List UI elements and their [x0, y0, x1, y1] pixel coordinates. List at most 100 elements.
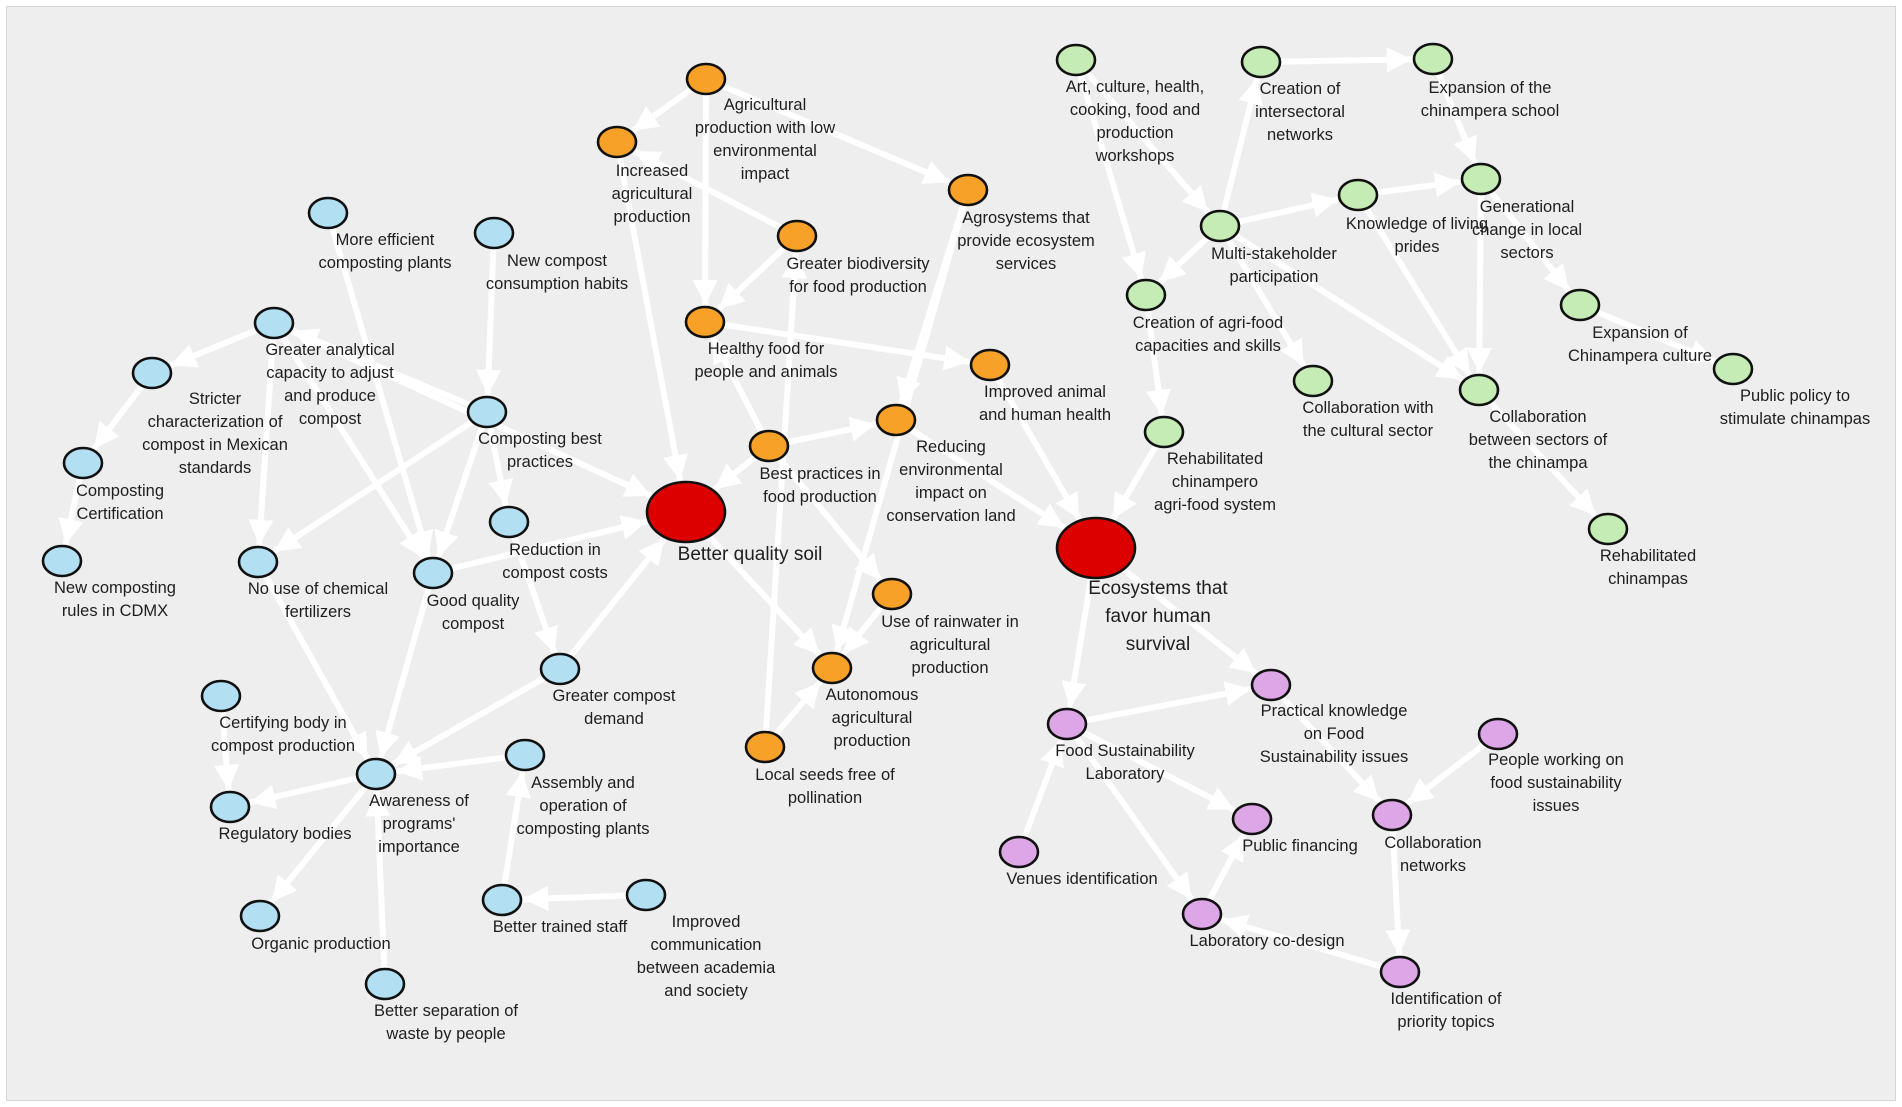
node-o_iah[interactable]: [969, 348, 1011, 382]
edge-g_cin-to-g_ecs: [1279, 47, 1413, 73]
node-b_cbp[interactable]: [466, 395, 508, 429]
node-b_ica[interactable]: [625, 878, 667, 912]
node-p_lcd[interactable]: [1181, 897, 1223, 931]
node-layer: [41, 42, 1754, 1001]
node-o_iap[interactable]: [596, 125, 638, 159]
node-g_achf[interactable]: [1055, 43, 1097, 77]
edge-layer: [58, 47, 1716, 970]
node-o_bpf[interactable]: [748, 429, 790, 463]
node-b_rcc[interactable]: [488, 505, 530, 539]
edge-o_iap-to-bqs: [616, 156, 688, 481]
node-g_ecs[interactable]: [1412, 42, 1454, 76]
node-eco[interactable]: [1055, 516, 1137, 580]
node-o_aap[interactable]: [811, 651, 853, 685]
edge-o_ura-to-o_aap: [841, 604, 885, 656]
node-p_pf[interactable]: [1231, 802, 1273, 836]
edge-b_cc-to-b_ncr: [58, 477, 84, 545]
edge-eco-to-p_fsl: [1061, 577, 1095, 708]
node-p_ipt[interactable]: [1379, 955, 1421, 989]
label-bqs: Better quality soil: [678, 544, 823, 565]
node-b_bsw[interactable]: [364, 967, 406, 1001]
node-b_bts[interactable]: [481, 883, 523, 917]
node-p_pkfs[interactable]: [1250, 668, 1292, 702]
label-b_op: Organic production: [251, 935, 390, 953]
node-b_cbcp[interactable]: [200, 679, 242, 713]
edge-b_aocp-to-b_aop: [396, 754, 507, 781]
node-g_cin[interactable]: [1240, 45, 1282, 79]
node-b_nuc[interactable]: [237, 545, 279, 579]
node-o_hfp[interactable]: [684, 305, 726, 339]
node-b_gqc[interactable]: [412, 556, 454, 590]
node-p_pwfs[interactable]: [1477, 717, 1519, 751]
label-p_lcd: Laboratory co-design: [1189, 932, 1344, 950]
edge-g_msp-to-g_cacs: [1157, 235, 1210, 285]
edge-b_bsw-to-b_aop: [365, 790, 391, 970]
node-b_rb[interactable]: [209, 790, 251, 824]
edge-b_aop-to-b_op: [269, 784, 369, 904]
node-b_cc[interactable]: [62, 446, 104, 480]
edge-b_gac-to-b_nuc: [248, 337, 276, 546]
edge-p_fsl-to-p_pf: [1081, 729, 1236, 813]
node-g_gcl[interactable]: [1460, 162, 1502, 196]
node-g_pps[interactable]: [1712, 352, 1754, 386]
node-p_cn[interactable]: [1371, 798, 1413, 832]
node-g_klp[interactable]: [1337, 178, 1379, 212]
edge-g_msp-to-g_csc: [1233, 232, 1465, 383]
node-o_lsf[interactable]: [744, 730, 786, 764]
edge-b_cbp-to-b_nuc: [272, 419, 475, 554]
node-b_gac[interactable]: [253, 306, 295, 340]
node-b_op[interactable]: [239, 899, 281, 933]
edge-o_gbf-to-o_iap: [633, 148, 783, 231]
label-b_rb: Regulatory bodies: [219, 825, 352, 843]
node-bqs[interactable]: [645, 480, 727, 544]
edge-p_cn-to-p_ipt: [1385, 829, 1411, 956]
node-b_aop[interactable]: [355, 757, 397, 791]
node-g_csc[interactable]: [1458, 373, 1500, 407]
node-g_msp[interactable]: [1199, 209, 1241, 243]
node-b_ncch[interactable]: [473, 216, 515, 250]
node-p_fsl[interactable]: [1046, 707, 1088, 741]
node-p_vi[interactable]: [998, 835, 1040, 869]
node-g_rcas[interactable]: [1143, 415, 1185, 449]
node-o_gbf[interactable]: [776, 219, 818, 253]
edge-o_aple-to-o_iap: [631, 86, 694, 134]
edge-b_aop-to-b_rb: [249, 775, 359, 810]
edge-g_achf-to-g_msp: [1084, 70, 1211, 215]
node-o_aple[interactable]: [685, 62, 727, 96]
node-b_aocp[interactable]: [504, 738, 546, 772]
node-g_ecc[interactable]: [1559, 288, 1601, 322]
node-b_mecp[interactable]: [307, 196, 349, 230]
node-o_ape[interactable]: [947, 173, 989, 207]
node-b_gcd[interactable]: [539, 652, 581, 686]
node-b_scc[interactable]: [131, 356, 173, 390]
node-g_cacs[interactable]: [1125, 278, 1167, 312]
edge-o_bpf-to-bqs: [712, 454, 758, 492]
node-o_ura[interactable]: [871, 577, 913, 611]
edge-p_fsl-to-p_lcd: [1073, 735, 1194, 902]
edge-g_klp-to-g_csc: [1363, 206, 1473, 377]
edge-b_cbp-to-b_gac: [291, 328, 472, 408]
node-g_rc[interactable]: [1587, 512, 1629, 546]
node-g_ccs[interactable]: [1292, 364, 1334, 398]
node-b_ncr[interactable]: [41, 544, 83, 578]
node-o_reic[interactable]: [875, 403, 917, 437]
